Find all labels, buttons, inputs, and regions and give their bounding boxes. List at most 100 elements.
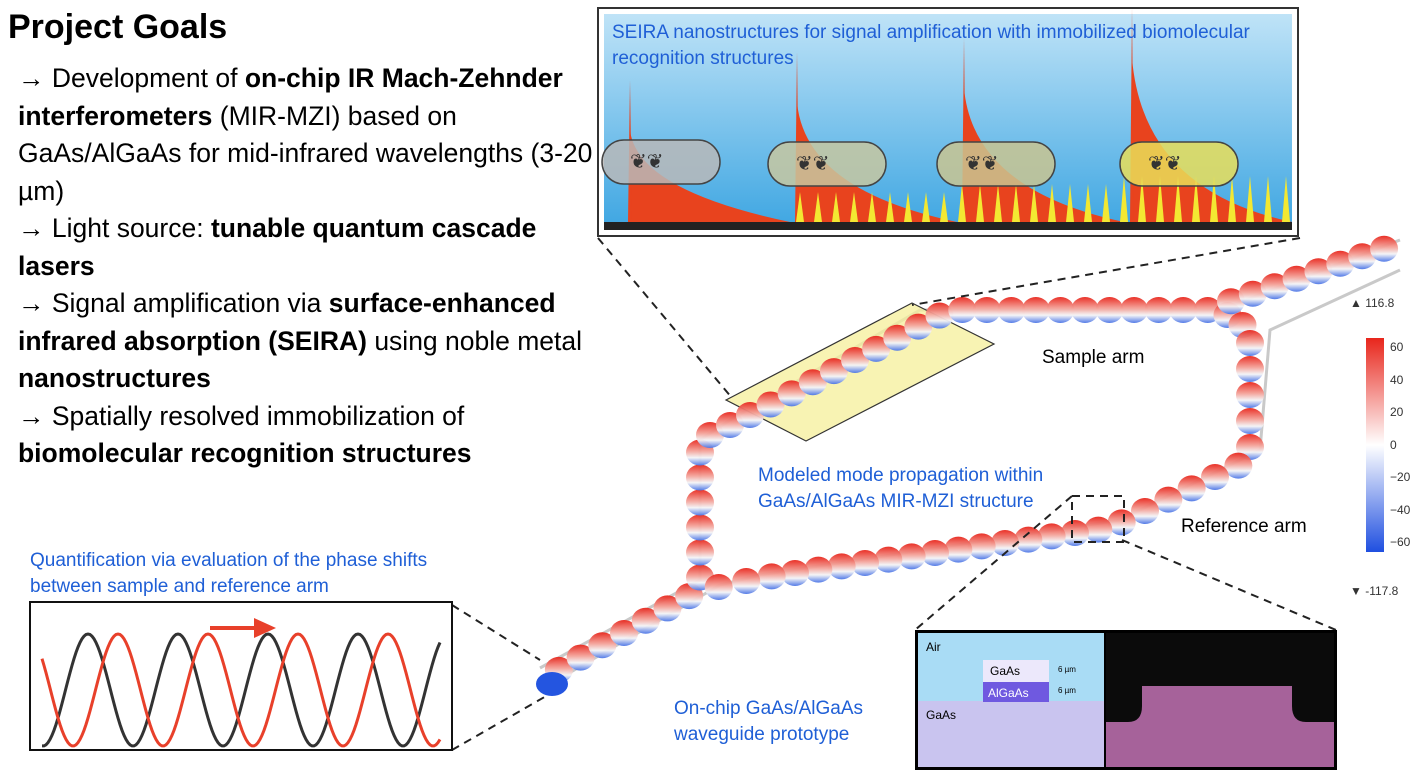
field-lobe bbox=[1014, 526, 1043, 553]
field-lobe bbox=[1154, 486, 1183, 513]
biomolecule-glyph: ❦❦ bbox=[630, 151, 664, 173]
field-lobe bbox=[588, 632, 617, 659]
gaas-substrate-label: GaAs bbox=[926, 708, 957, 722]
biomolecule-glyph: ❦❦ bbox=[965, 153, 999, 175]
nanostructure-spike bbox=[868, 192, 876, 222]
field-lobe bbox=[781, 560, 809, 586]
seira-caption: SEIRA nanostructures for signal amplific… bbox=[612, 22, 1250, 69]
field-lobe bbox=[874, 546, 903, 573]
colorbar-tick: 20 bbox=[1390, 405, 1404, 419]
mode-propagation-caption: Modeled mode propagation within GaAs/AlG… bbox=[758, 465, 1044, 512]
recognition-structure bbox=[767, 141, 887, 187]
field-lobe bbox=[1236, 408, 1264, 434]
field-lobe bbox=[841, 347, 869, 373]
colorbar-tick: 40 bbox=[1390, 372, 1404, 387]
recognition-structure bbox=[601, 139, 721, 185]
field-lobe bbox=[1037, 523, 1066, 550]
field-lobe bbox=[1084, 516, 1113, 543]
nanostructure-spike bbox=[814, 192, 822, 222]
colorbar-max-label: ▲ 116.8 bbox=[1350, 296, 1395, 310]
field-lobe bbox=[1238, 280, 1267, 307]
nanostructure-spike bbox=[1138, 176, 1146, 222]
colorbar-tick: −20 bbox=[1390, 470, 1411, 484]
field-lobe bbox=[1144, 297, 1173, 323]
goal-text: → Signal amplification via bbox=[18, 288, 329, 318]
field-lobe bbox=[925, 302, 954, 329]
field-lobe bbox=[897, 543, 926, 570]
field-lobe bbox=[686, 464, 714, 491]
goal-item: → Light source: tunable quantum cascade … bbox=[18, 210, 598, 285]
reference-arm-label: Reference arm bbox=[1181, 516, 1307, 537]
nanostructure-spike bbox=[850, 192, 858, 222]
field-lobe bbox=[819, 358, 848, 385]
field-lobe bbox=[777, 380, 806, 407]
field-lobe bbox=[1282, 265, 1311, 292]
nanostructure-spike bbox=[1156, 176, 1164, 222]
goal-emphasis: on-chip IR Mach-Zehnder interferometers bbox=[18, 63, 563, 131]
field-lobe bbox=[1216, 288, 1245, 315]
goal-text: → Spatially resolved immobilization of bbox=[18, 400, 465, 431]
goal-item: → Spatially resolved immobilization of b… bbox=[18, 398, 598, 473]
goal-emphasis: nanostructures bbox=[18, 363, 211, 393]
field-lobe bbox=[944, 536, 973, 563]
field-lobe bbox=[736, 402, 764, 428]
goal-text: (MIR-MZI) based on GaAs/AlGaAs for mid-i… bbox=[18, 100, 593, 206]
goal-emphasis: tunable quantum cascade lasers bbox=[18, 213, 537, 281]
quantification-caption: Quantification via evaluation of the pha… bbox=[30, 550, 428, 597]
phase-shift-inset bbox=[29, 601, 453, 751]
nanostructure-spike bbox=[940, 192, 948, 222]
seira-inset: ❦❦❦❦❦❦❦❦ bbox=[597, 7, 1299, 237]
nanostructure-spike bbox=[1228, 176, 1236, 222]
nanostructure-spike bbox=[994, 184, 1002, 222]
colorbar-tick: 60 bbox=[1390, 340, 1404, 354]
field-lobe bbox=[991, 530, 1019, 556]
field-lobe bbox=[631, 607, 660, 634]
algaas-layer-label: AlGaAs bbox=[988, 686, 1029, 700]
nanostructure-spike bbox=[796, 192, 804, 222]
field-lobe bbox=[883, 324, 912, 351]
field-lobe bbox=[921, 540, 949, 566]
waveguide-prototype-caption: On-chip GaAs/AlGaAs waveguide prototype bbox=[674, 698, 864, 745]
recognition-structure bbox=[936, 141, 1056, 187]
field-lobe bbox=[851, 550, 879, 576]
nanostructure-spike bbox=[904, 192, 912, 222]
field-lobe bbox=[653, 595, 682, 622]
field-lobe bbox=[1120, 297, 1149, 323]
recognition-structure bbox=[1119, 141, 1239, 187]
nanostructure-spike bbox=[832, 192, 840, 222]
field-lobe bbox=[1236, 356, 1264, 382]
nanostructure-spike bbox=[1012, 184, 1020, 222]
nanostructure-spike bbox=[1246, 176, 1254, 222]
field-lobe bbox=[1260, 273, 1289, 300]
field-lobe bbox=[967, 533, 996, 560]
nanostructure-spike bbox=[976, 184, 984, 222]
nanostructure-spike bbox=[1192, 176, 1200, 222]
phase-shift-arrow bbox=[210, 618, 276, 638]
field-lobe bbox=[1224, 452, 1253, 479]
nanostructure-spike bbox=[1066, 184, 1074, 222]
field-lobe bbox=[862, 335, 891, 362]
goal-text: → Light source: bbox=[18, 213, 211, 243]
field-lobe bbox=[804, 556, 833, 583]
field-lobe bbox=[756, 391, 785, 418]
goal-item: → Development of on-chip IR Mach-Zehnder… bbox=[18, 60, 598, 210]
page-title: Project Goals bbox=[8, 8, 228, 46]
colorbar-min-label: ▼ -117.8 bbox=[1350, 584, 1399, 598]
gaas-thickness-label: 6 µm bbox=[1058, 665, 1076, 674]
nanostructure-spike bbox=[1174, 176, 1182, 222]
field-decay bbox=[797, 102, 957, 222]
field-lobe bbox=[1348, 243, 1377, 270]
field-lobe bbox=[566, 644, 595, 671]
field-lobe bbox=[1326, 250, 1355, 277]
goal-item: → Signal amplification via surface-enhan… bbox=[18, 285, 598, 398]
nanostructure-spike bbox=[1084, 184, 1092, 222]
sample-arm-label: Sample arm bbox=[1042, 347, 1145, 368]
nanostructure-spike bbox=[922, 192, 930, 222]
field-lobe bbox=[798, 369, 827, 396]
field-lobe bbox=[1046, 297, 1075, 323]
colorbar-tick: −60 bbox=[1390, 535, 1411, 549]
gaas-layer-label: GaAs bbox=[990, 664, 1021, 678]
field-lobe bbox=[1169, 297, 1198, 323]
colorbar-tick: −40 bbox=[1390, 502, 1411, 517]
nanostructure-spike bbox=[1030, 184, 1038, 222]
